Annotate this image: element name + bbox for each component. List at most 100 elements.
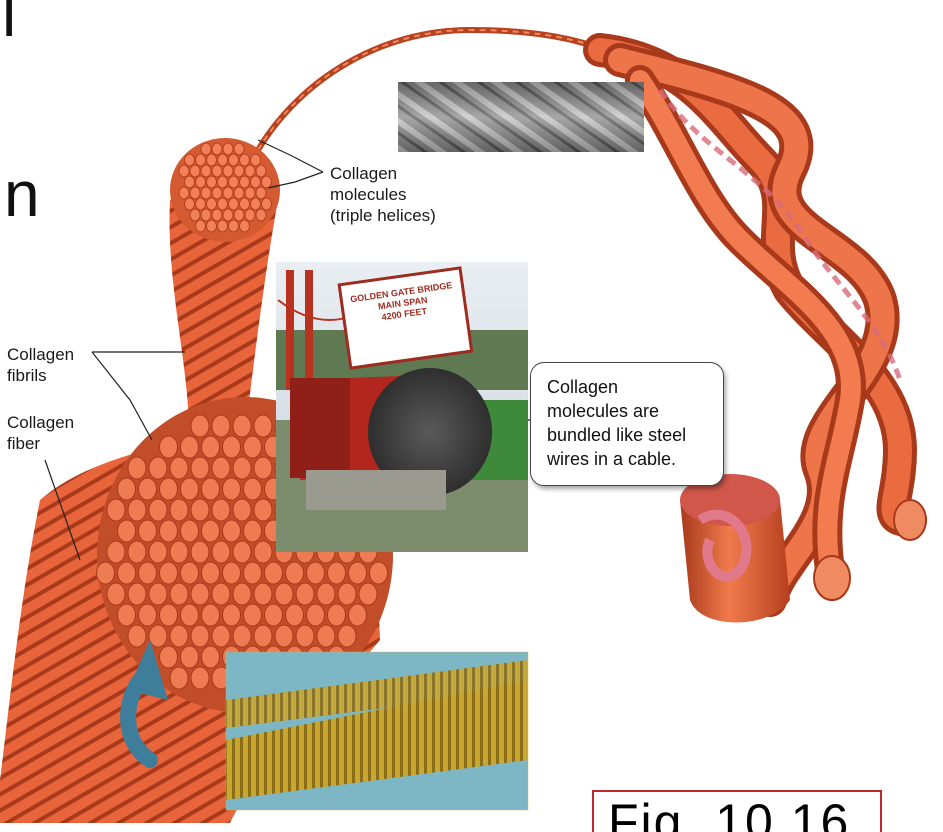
fibril-end (217, 175, 228, 189)
fibril-end (244, 164, 256, 178)
figure-caption-box: Fig. 10.16 (592, 790, 882, 832)
fibril-end (222, 435, 241, 459)
fibril-end (243, 519, 262, 543)
fibril-end (169, 498, 189, 522)
fibril-end (206, 175, 217, 189)
fibril-end (233, 186, 245, 200)
fibril-end (327, 603, 346, 627)
fibril-end (201, 519, 220, 543)
fibril-end (306, 561, 325, 585)
fibril-end (222, 208, 234, 222)
leader-lines (44, 139, 530, 561)
fibril-end (211, 582, 231, 606)
fibril-end (190, 624, 210, 648)
fibril-end (239, 219, 250, 233)
fibril-end (211, 456, 231, 480)
fibril-end (201, 645, 220, 669)
fibril-end (253, 498, 273, 522)
fibril-end (222, 186, 234, 200)
fibril-end (316, 624, 336, 648)
fibril-end (200, 164, 212, 178)
fibril-end (244, 186, 256, 200)
fibril-end (244, 208, 256, 222)
fibril-end (159, 603, 178, 627)
fibril-end (127, 582, 147, 606)
fibril-end (211, 624, 231, 648)
arrow-head (128, 640, 168, 700)
fibril-end (255, 208, 267, 222)
fibril-end (195, 175, 206, 189)
fibril-end (200, 142, 212, 156)
fibril-end (180, 477, 199, 501)
fibril-end (184, 153, 195, 167)
triple-helix (583, 33, 927, 623)
fibril-end (233, 208, 245, 222)
fibril-end (369, 561, 388, 585)
label-collagen-molecules: Collagen molecules (triple helices) (330, 164, 436, 225)
fibril-end (180, 435, 199, 459)
fibril-end (232, 582, 252, 606)
fibril-end (239, 175, 250, 189)
fibril-end (285, 561, 304, 585)
fibril-end (117, 519, 136, 543)
fibril-end (180, 645, 199, 669)
fibril-end (306, 603, 325, 627)
fibril-end (148, 582, 168, 606)
fibril-end (222, 477, 241, 501)
fibril-end (228, 197, 239, 211)
fibril-end (184, 197, 195, 211)
fibril-end (233, 164, 245, 178)
fibril-end (200, 186, 212, 200)
fibril-end (138, 561, 157, 585)
fibril-end (195, 219, 206, 233)
fibril-end (211, 414, 231, 438)
fibril-end (243, 603, 262, 627)
fibril-end (138, 603, 157, 627)
fibril-end (253, 456, 273, 480)
fibril-end (253, 414, 273, 438)
fibril-end (232, 624, 252, 648)
fibril-end (337, 624, 357, 648)
fibril-end (239, 197, 250, 211)
fibril-end (261, 175, 272, 189)
fibril-end (264, 561, 283, 585)
fibril-end (190, 582, 210, 606)
label-collagen-fiber: Collagen fiber (7, 413, 75, 453)
fibril-end (253, 540, 273, 564)
fibril-end (178, 186, 190, 200)
fibril-end (195, 153, 206, 167)
fibril-end (106, 582, 126, 606)
collagen-fibril (169, 138, 280, 470)
fibril-end (211, 186, 223, 200)
fibril-end (190, 456, 210, 480)
fibril-end (201, 435, 220, 459)
fibril-end (211, 498, 231, 522)
fibril-end (222, 142, 234, 156)
fibril-end (264, 603, 283, 627)
fibril-end (243, 435, 262, 459)
fibril-end (239, 153, 250, 167)
fibril-end (148, 456, 168, 480)
fibril-end (217, 219, 228, 233)
fibril-end (180, 561, 199, 585)
fibril-end (261, 197, 272, 211)
fibril-end (206, 153, 217, 167)
fibril-end (228, 219, 239, 233)
callout-text: Collagen molecules are bundled like stee… (547, 377, 687, 469)
fibril-end (211, 164, 223, 178)
fibril-end (106, 498, 126, 522)
fibril-end (169, 624, 189, 648)
fibril-end (206, 219, 217, 233)
fibril-end (285, 603, 304, 627)
fibril-end (295, 582, 315, 606)
fibril-end (337, 582, 357, 606)
slide-text-fragment: l (2, 0, 17, 50)
fibril-end (243, 477, 262, 501)
fibril-end (106, 540, 126, 564)
fibril-end (190, 498, 210, 522)
fibril-end (169, 456, 189, 480)
fibril-end (159, 645, 178, 669)
fibril-end (148, 540, 168, 564)
